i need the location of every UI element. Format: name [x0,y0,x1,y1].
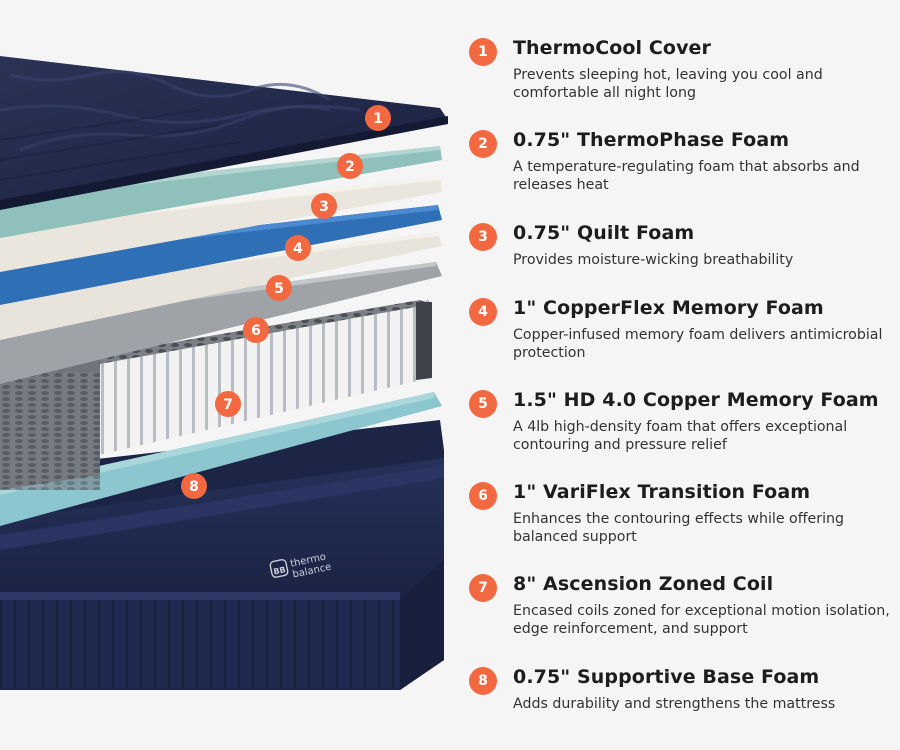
marker-8: 8 [181,473,207,499]
marker-5-label: 5 [274,281,284,297]
marker-1-label: 1 [373,111,383,127]
layer-1-title: ThermoCool Cover [513,37,712,59]
layer-8-description: Adds durability and strengthens the matt… [513,696,836,712]
layer-list: 1 ThermoCool Cover Prevents sleeping hot… [466,0,896,750]
layer-5-number-badge: 5 [469,390,497,418]
layer-3-number-badge: 3 [469,223,497,251]
marker-3: 3 [311,193,337,219]
marker-6: 6 [243,317,269,343]
layer-4-copperflex-foam [0,205,442,305]
layer-7-coils [0,300,432,490]
layer-4-title: 1" CopperFlex Memory Foam [513,297,824,319]
layer-6-title: 1" VariFlex Transition Foam [513,481,811,503]
layer-6-transition-foam [0,262,442,384]
layer-4-number-badge: 4 [469,298,497,326]
layer-5-description: A 4lb high-density foam that offers exce… [513,419,848,453]
marker-1: 1 [365,105,391,131]
layer-1-number-badge: 1 [469,38,497,66]
layer-8-title: 0.75" Supportive Base Foam [513,666,820,688]
marker-7-label: 7 [223,397,233,413]
marker-8-label: 8 [189,479,199,495]
layer-3-title: 0.75" Quilt Foam [513,222,695,244]
layer-6-number-badge: 6 [469,482,497,510]
marker-6-label: 6 [251,323,261,339]
marker-4: 4 [285,235,311,261]
layer-2-title: 0.75" ThermoPhase Foam [513,129,790,151]
layer-5-hd-copper-foam [0,232,442,340]
layer-1-description: Prevents sleeping hot, leaving you cool … [513,67,823,101]
layer-2-number-badge: 2 [469,130,497,158]
layer-2-description: A temperature-regulating foam that absor… [513,159,860,193]
layer-7-title: 8" Ascension Zoned Coil [513,573,774,595]
brand-logo-mark: BB [273,565,287,576]
layer-7-number-badge: 7 [469,574,497,602]
layer-8-number-badge: 8 [469,667,497,695]
marker-4-label: 4 [293,241,303,257]
layer-7-description: Encased coils zoned for exceptional moti… [513,603,890,637]
layer-5-title: 1.5" HD 4.0 Copper Memory Foam [513,389,879,411]
layer-3-description: Provides moisture-wicking breathability [513,252,794,268]
mattress-illustration: BB thermo balance 1 2 [0,56,448,690]
layer-1-cover [0,56,448,210]
marker-3-label: 3 [319,199,329,215]
marker-5: 5 [266,275,292,301]
marker-7: 7 [215,391,241,417]
marker-2: 2 [337,153,363,179]
layer-2-thermophase-foam [0,146,442,238]
layer-6-description: Enhances the contouring effects while of… [513,511,845,545]
layer-8-base-foam [0,392,442,526]
layer-4-description: Copper-infused memory foam delivers anti… [513,327,883,361]
marker-2-label: 2 [345,159,355,175]
